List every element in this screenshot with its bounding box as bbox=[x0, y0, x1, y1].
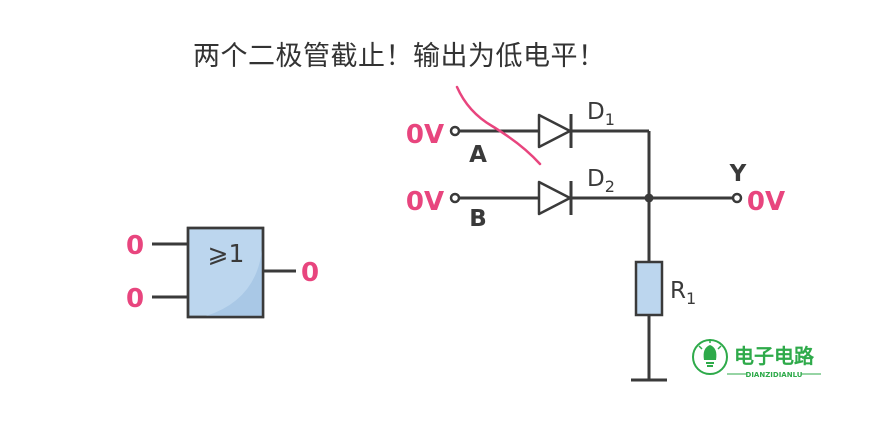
diode-d2 bbox=[537, 180, 573, 216]
watermark-logo: 电子电路 DIANZIDIANLU bbox=[692, 339, 821, 379]
diode-or-circuit: 0V A 0V B D1 D2 R1 Y 0V bbox=[406, 85, 785, 382]
diode-d1 bbox=[537, 113, 573, 149]
output-label: Y bbox=[729, 161, 747, 187]
gate-input-2-value: 0 bbox=[126, 284, 144, 314]
diode-d1-label: D1 bbox=[587, 99, 615, 129]
resistor-r1 bbox=[634, 260, 664, 317]
output-voltage: 0V bbox=[747, 187, 785, 217]
junction-dot bbox=[644, 193, 654, 203]
diagram-caption: 两个二极管截止！输出为低电平！ bbox=[193, 41, 606, 72]
terminal-y bbox=[731, 192, 743, 204]
gate-output-value: 0 bbox=[301, 258, 319, 288]
or-gate-symbol: ⩾1 0 0 0 bbox=[126, 226, 319, 319]
terminal-b bbox=[449, 192, 461, 204]
input-a-voltage: 0V bbox=[406, 120, 444, 150]
gate-input-1-value: 0 bbox=[126, 231, 144, 261]
input-b-voltage: 0V bbox=[406, 187, 444, 217]
resistor-r1-label: R1 bbox=[670, 278, 696, 308]
input-b-label: B bbox=[469, 206, 487, 232]
input-a-label: A bbox=[469, 142, 487, 168]
watermark-subtitle: DIANZIDIANLU bbox=[746, 371, 803, 379]
watermark-title: 电子电路 bbox=[734, 344, 815, 368]
diode-d2-label: D2 bbox=[587, 166, 615, 196]
gate-symbol-label: ⩾1 bbox=[208, 239, 245, 268]
gate-body-shade bbox=[206, 250, 262, 316]
terminal-a bbox=[449, 125, 461, 137]
cut-mark bbox=[455, 85, 542, 166]
